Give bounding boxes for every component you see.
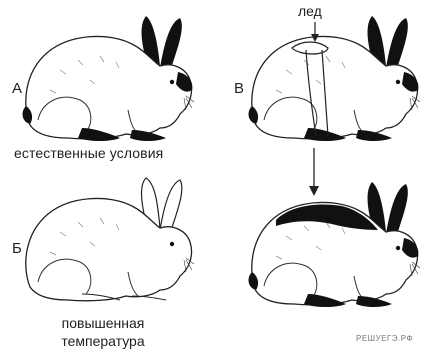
watermark: РЕШУЕГЭ.РФ bbox=[356, 334, 413, 343]
label-a: А bbox=[12, 80, 22, 97]
caption-natural-conditions: естественные условия bbox=[14, 145, 163, 161]
rabbit-b bbox=[26, 178, 194, 301]
label-b: Б bbox=[12, 240, 22, 257]
rabbit-v-result bbox=[249, 182, 420, 307]
caption-raised-temperature: повышенная температура bbox=[48, 314, 158, 350]
caption-line-2: температура bbox=[48, 332, 158, 350]
label-v: В bbox=[234, 80, 244, 97]
rabbit-v bbox=[249, 16, 420, 141]
caption-line-1: повышенная bbox=[48, 314, 158, 332]
result-arrow bbox=[309, 148, 319, 196]
ice-label: лед bbox=[298, 3, 322, 19]
rabbit-a-ear-front bbox=[160, 18, 182, 72]
rabbit-a bbox=[23, 16, 194, 141]
